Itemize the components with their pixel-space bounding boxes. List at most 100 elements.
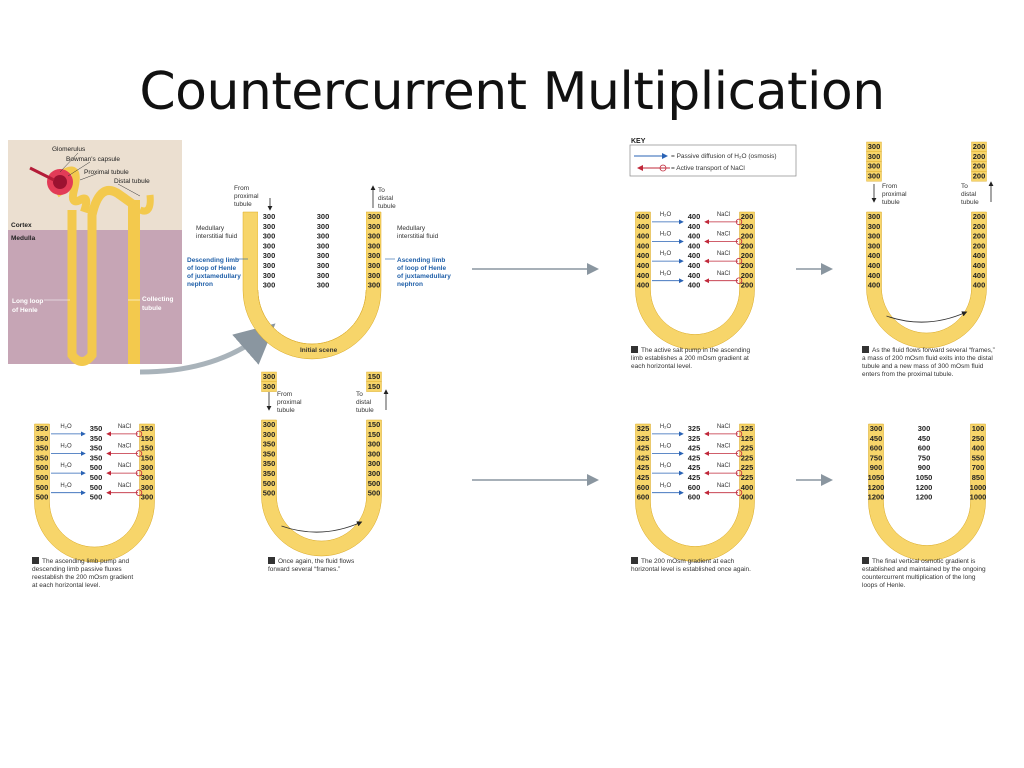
nacl-label: NaCl xyxy=(717,444,730,450)
ascending-value: 850 xyxy=(972,473,985,482)
step-number: 1 xyxy=(633,348,637,354)
caption-line: As the fluid flows forward several “fram… xyxy=(872,347,995,354)
interstitial-value: 900 xyxy=(918,463,931,472)
loop-tube xyxy=(635,211,755,350)
caption-line: reestablish the 200 mOsm gradient xyxy=(32,574,133,581)
from-label: tubule xyxy=(882,199,900,206)
nacl-label: NaCl xyxy=(717,232,730,238)
caption-line: countercurrent multiplication of the lon… xyxy=(862,574,976,581)
descending-value: 600 xyxy=(870,444,883,453)
loop-tube xyxy=(635,423,755,562)
label-long-loop: Long loop xyxy=(12,298,43,305)
ascending-limb-label-2: of loop of Henle xyxy=(397,265,446,272)
ascending-value: 300 xyxy=(141,463,154,472)
descending-value: 425 xyxy=(637,463,650,472)
descending-value: 750 xyxy=(870,453,883,462)
fluid-block xyxy=(971,171,987,182)
step-number: 5 xyxy=(633,559,637,565)
descending-value: 350 xyxy=(36,434,49,443)
key-pump-icon xyxy=(659,164,667,172)
interstitial-value: 500 xyxy=(90,493,103,502)
nacl-label: NaCl xyxy=(717,463,730,469)
descending-limb-label-4: nephron xyxy=(187,281,213,288)
from-label: tubule xyxy=(277,407,295,414)
fluid-block xyxy=(866,171,882,182)
ascending-value: 150 xyxy=(368,382,381,391)
ascending-value: 400 xyxy=(741,483,754,492)
ascending-value: 150 xyxy=(141,444,154,453)
ascending-value: 200 xyxy=(741,261,754,270)
ascending-value: 200 xyxy=(973,162,986,171)
ascending-value: 200 xyxy=(741,281,754,290)
descending-value: 400 xyxy=(868,281,881,290)
descending-value: 300 xyxy=(868,142,881,151)
descending-value: 425 xyxy=(637,453,650,462)
from-label: From xyxy=(234,185,249,192)
ascending-value: 150 xyxy=(368,420,381,429)
descending-value: 350 xyxy=(36,453,49,462)
key-box: KEY = Passive diffusion of H₂O (osmosis)… xyxy=(629,138,797,177)
descending-value: 300 xyxy=(868,152,881,161)
descending-value: 500 xyxy=(36,463,49,472)
caption-line: The final vertical osmotic gradient is xyxy=(872,558,976,565)
interstitial-value: 400 xyxy=(688,222,701,231)
ascending-value: 200 xyxy=(973,222,986,231)
h2o-label: H₂O xyxy=(660,483,672,489)
descending-value: 400 xyxy=(637,241,650,250)
panel-caption: Initial scene xyxy=(300,347,338,354)
fluid-block xyxy=(261,381,277,392)
caption-line: loops of Henle. xyxy=(862,582,906,589)
interstitial-value: 400 xyxy=(688,271,701,280)
salt-pump-icon xyxy=(135,469,143,477)
descending-value: 1200 xyxy=(868,493,885,502)
interstitial-value: 425 xyxy=(688,473,701,482)
ascending-value: 400 xyxy=(972,444,985,453)
interstitial-value: 500 xyxy=(90,483,103,492)
from-label: proximal xyxy=(277,399,302,406)
salt-pump-icon xyxy=(735,469,743,477)
h2o-label: H₂O xyxy=(60,444,72,450)
interstitial-value: 600 xyxy=(688,483,701,492)
descending-value: 400 xyxy=(868,271,881,280)
ascending-value: 200 xyxy=(741,232,754,241)
h2o-label: H₂O xyxy=(660,271,672,277)
descending-value: 1200 xyxy=(868,483,885,492)
to-label: To xyxy=(378,187,385,194)
ascending-limb-label: Ascending limb xyxy=(397,257,445,264)
interstitial-value: 350 xyxy=(90,444,103,453)
descending-limb-label-3: of juxtamedullary xyxy=(187,273,241,280)
interstitial-value: 300 xyxy=(317,251,330,260)
caption-line: The 200 mOsm gradient at each xyxy=(641,558,735,565)
ascending-limb-label-3: of juxtamedullary xyxy=(397,273,451,280)
descending-value: 400 xyxy=(637,212,650,221)
glomerulus xyxy=(53,175,67,189)
ascending-value: 300 xyxy=(368,251,381,260)
descending-value: 400 xyxy=(637,261,650,270)
interstitial-value: 400 xyxy=(688,281,701,290)
salt-pump-icon xyxy=(735,257,743,265)
to-label: tubule xyxy=(356,407,374,414)
caption-line: The active salt pump in the ascending xyxy=(641,347,751,354)
ascending-value: 1000 xyxy=(970,493,987,502)
medullary-label-left: Medullary xyxy=(196,225,225,232)
ascending-value: 300 xyxy=(368,449,381,458)
to-label: distal xyxy=(356,399,372,406)
descending-value: 300 xyxy=(263,420,276,429)
ascending-value: 225 xyxy=(741,453,754,462)
descending-value: 350 xyxy=(263,459,276,468)
descending-value: 350 xyxy=(263,440,276,449)
descending-value: 500 xyxy=(263,489,276,498)
caption-line: Once again, the fluid flows xyxy=(278,558,355,565)
ascending-value: 1000 xyxy=(970,483,987,492)
descending-value: 300 xyxy=(868,212,881,221)
nacl-label: NaCl xyxy=(118,483,131,489)
descending-value: 300 xyxy=(870,424,883,433)
descending-value: 300 xyxy=(868,162,881,171)
salt-pump-icon xyxy=(735,218,743,226)
loop-tube xyxy=(868,423,986,561)
interstitial-value: 400 xyxy=(688,261,701,270)
descending-value: 300 xyxy=(868,232,881,241)
descending-value: 350 xyxy=(263,449,276,458)
descending-value: 425 xyxy=(637,444,650,453)
